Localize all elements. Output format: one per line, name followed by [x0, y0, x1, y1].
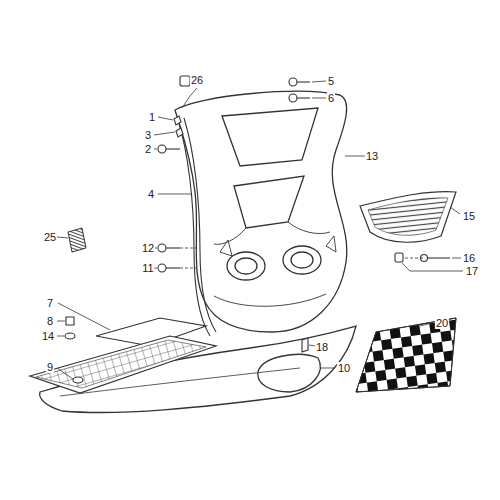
- fasteners-part: [73, 377, 83, 383]
- leader-lines-part: [154, 132, 175, 135]
- front-shield-part: [235, 258, 257, 274]
- leader-lines-part: [180, 268, 196, 269]
- callout-number: 13: [365, 150, 379, 162]
- leader-lines-part: [345, 156, 365, 157]
- callout-number: 7: [46, 297, 54, 309]
- fasteners-part: [166, 267, 180, 268]
- leader-lines-part: [320, 368, 335, 369]
- fasteners-part: [289, 94, 297, 102]
- front-shield-part: [214, 294, 326, 306]
- callout-number: 15: [462, 210, 476, 222]
- front-shield-part: [175, 91, 347, 332]
- leader-lines-part: [180, 248, 196, 249]
- callout-number: 20: [435, 317, 449, 329]
- callout-number: 8: [46, 315, 54, 327]
- leader-lines-part: [158, 117, 173, 120]
- footboard: [30, 318, 216, 393]
- checkered-decal-part: [356, 318, 456, 392]
- front-shield-part: [214, 222, 330, 244]
- footboard-part: [30, 336, 216, 393]
- front-shield-part: [220, 236, 336, 256]
- leader-lines-part: [450, 207, 460, 214]
- front-shield-part: [222, 108, 318, 166]
- leader-lines-part: [57, 336, 64, 337]
- leader-lines-part: [182, 88, 197, 108]
- callout-number: 2: [144, 143, 152, 155]
- callout-number: 26: [190, 74, 204, 86]
- callout-number: 9: [46, 361, 54, 373]
- front-shield-part: [283, 246, 321, 274]
- reflector-part: [68, 228, 86, 252]
- fasteners-part: [180, 76, 190, 86]
- footboard-part: [36, 340, 206, 388]
- callout-number: 4: [147, 188, 155, 200]
- checkered-decal: [356, 318, 456, 392]
- fasteners-part: [158, 264, 166, 272]
- fasteners-part: [174, 116, 181, 125]
- leader-lines-part: [404, 258, 423, 259]
- fasteners-part: [65, 333, 75, 339]
- fasteners: [65, 76, 450, 383]
- front-shield: [175, 91, 347, 332]
- reflector: [68, 228, 86, 252]
- grille-part: [360, 192, 456, 243]
- callout-number: 17: [465, 265, 479, 277]
- front-shield-part: [234, 176, 304, 228]
- callout-number: 16: [462, 252, 476, 264]
- callout-number: 12: [141, 242, 155, 254]
- fasteners-part: [297, 81, 310, 82]
- grille: [360, 192, 456, 243]
- fasteners-part: [158, 244, 166, 252]
- leader-lines-part: [57, 368, 73, 379]
- leader-lines-part: [57, 237, 68, 238]
- leader-lines-part: [58, 303, 110, 330]
- lower-spoiler-part: [258, 354, 320, 392]
- leader-lines-part: [312, 81, 326, 82]
- edge-strip: [178, 118, 216, 336]
- leader-lines-part: [452, 258, 461, 259]
- callout-number: 1: [148, 111, 156, 123]
- fasteners-part: [302, 338, 308, 352]
- callout-number: 11: [141, 262, 154, 274]
- front-shield-part: [291, 252, 313, 268]
- grille-part: [368, 198, 448, 235]
- leader-lines-part: [402, 263, 463, 271]
- fasteners-part: [166, 247, 180, 248]
- fasteners-part: [427, 257, 450, 258]
- callout-number: 18: [315, 341, 329, 353]
- callout-number: 5: [327, 75, 335, 87]
- fasteners-part: [66, 317, 74, 325]
- fasteners-part: [289, 78, 297, 86]
- callout-number: 6: [327, 92, 335, 104]
- callout-number: 25: [43, 231, 57, 243]
- leader-lines: [57, 81, 463, 379]
- callout-number: 10: [337, 362, 351, 374]
- checkered-decal-part: [356, 318, 456, 392]
- callout-number: 14: [41, 330, 55, 342]
- fasteners-part: [166, 148, 180, 149]
- leader-lines-part: [155, 248, 157, 249]
- leader-lines-part: [57, 321, 65, 322]
- leader-lines-part: [158, 194, 192, 195]
- fasteners-part: [395, 253, 403, 262]
- fasteners-part: [158, 145, 166, 153]
- callout-number: 3: [144, 129, 152, 141]
- edge-strip-part: [184, 118, 216, 332]
- leader-lines-part: [420, 323, 432, 326]
- front-shield-part: [227, 252, 265, 280]
- fasteners-part: [297, 97, 310, 98]
- leader-lines-part: [154, 149, 157, 150]
- leader-lines-part: [312, 98, 326, 99]
- fasteners-part: [176, 128, 183, 137]
